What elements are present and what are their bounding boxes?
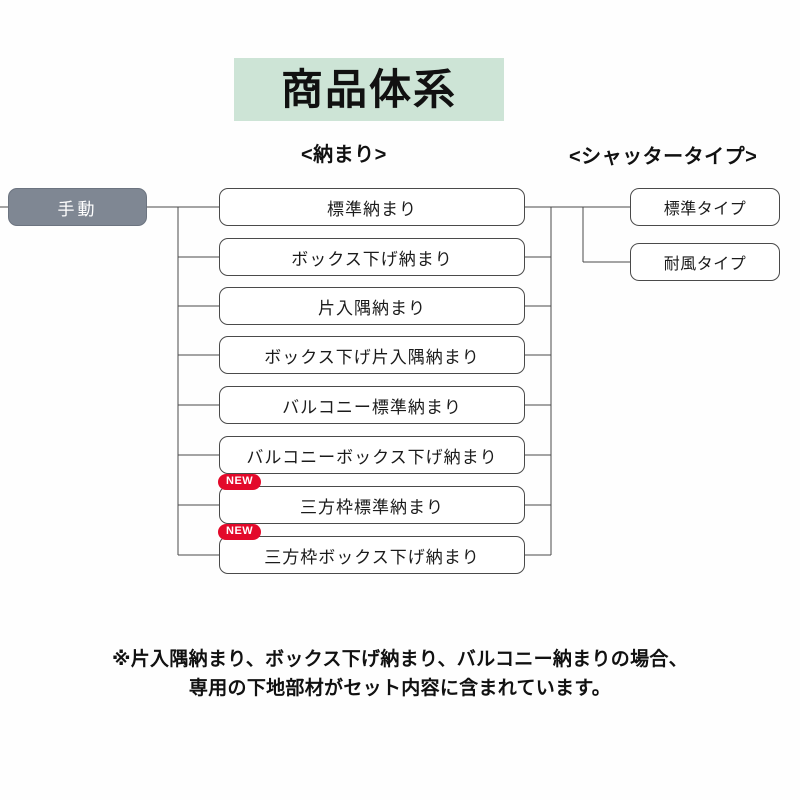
shutter-box-1-label: 標準タイプ [663,201,747,218]
osamari-box-2-label: ボックス下げ納まり [291,249,453,269]
footnote-line-1: ※片入隅納まり、ボックス下げ納まり、バルコニー納まりの場合、 [111,649,688,670]
osamari-box-4[interactable]: ボックス下げ片入隅納まり [219,336,525,374]
osamari-box-8-label: 三方枠ボックス下げ納まり [264,547,480,567]
root-node-manual[interactable]: 手動 [8,188,147,226]
osamari-box-6-label: バルコニーボックス下げ納まり [246,447,498,467]
page-title: 商品体系 [280,65,457,113]
osamari-box-1[interactable]: 標準納まり [219,188,525,226]
osamari-box-1-label: 標準納まり [327,199,417,219]
new-badge-icon: NEW [218,524,262,540]
osamari-box-5-label: バルコニー標準納まり [282,397,462,417]
new-badge-icon: NEW [218,474,262,490]
page-title-banner: 商品体系 [234,58,504,121]
root-node-label: 手動 [57,199,98,219]
osamari-box-3[interactable]: 片入隅納まり [219,287,525,325]
osamari-box-8[interactable]: NEW 三方枠ボックス下げ納まり [218,524,525,574]
column-header-osamari: <納まり> [301,144,387,166]
osamari-box-4-label: ボックス下げ片入隅納まり [264,347,480,367]
osamari-box-2[interactable]: ボックス下げ納まり [219,238,525,276]
osamari-box-3-label: 片入隅納まり [318,298,426,318]
column-header-shutter-type: <シャッタータイプ> [569,146,758,168]
osamari-box-7-label: 三方枠標準納まり [300,497,444,517]
shutter-box-2-label: 耐風タイプ [663,256,747,273]
osamari-box-6[interactable]: バルコニーボックス下げ納まり [219,436,525,474]
shutter-box-2[interactable]: 耐風タイプ [630,243,780,281]
osamari-box-7[interactable]: NEW 三方枠標準納まり [218,474,525,524]
osamari-box-5[interactable]: バルコニー標準納まり [219,386,525,424]
shutter-box-1[interactable]: 標準タイプ [630,188,780,226]
footnote: ※片入隅納まり、ボックス下げ納まり、バルコニー納まりの場合、 専用の下地部材がセ… [0,645,800,704]
footnote-line-2: 専用の下地部材がセット内容に含まれています。 [188,678,612,700]
